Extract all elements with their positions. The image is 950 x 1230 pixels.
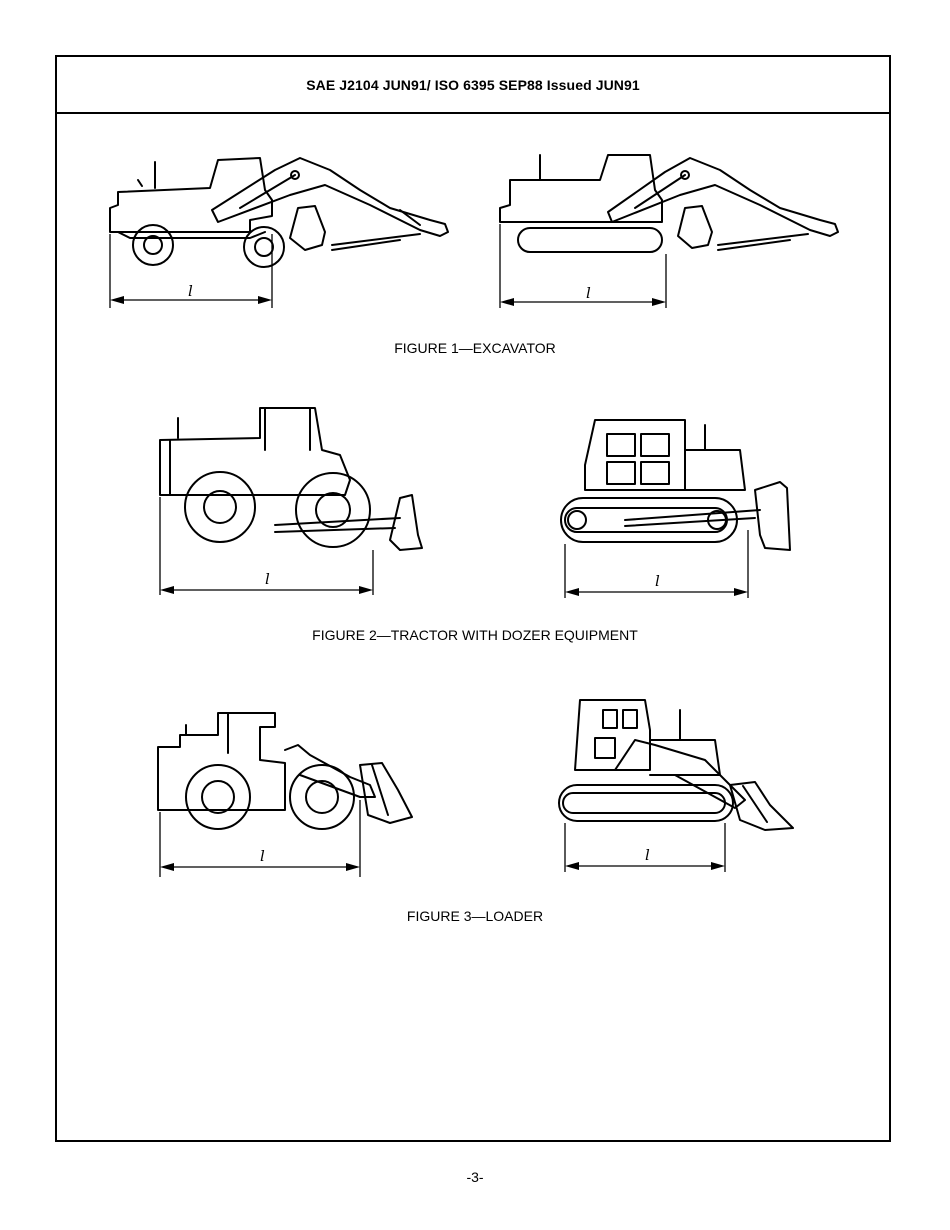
wheeled-loader-drawing: l xyxy=(150,705,430,885)
dimension-label: l xyxy=(655,572,660,590)
dimension-label: l xyxy=(260,847,265,865)
dimension-label: l xyxy=(645,846,650,864)
dimension-label: l xyxy=(586,284,591,302)
crawler-loader-drawing: l xyxy=(555,690,815,880)
wheeled-dozer-drawing: l xyxy=(150,400,440,605)
wheeled-excavator-drawing: l xyxy=(100,150,460,315)
crawler-excavator-drawing: l xyxy=(490,150,850,315)
figure-2-caption: FIGURE 2—TRACTOR WITH DOZER EQUIPMENT xyxy=(312,627,638,643)
document-title: SAE J2104 JUN91/ ISO 6395 SEP88 Issued J… xyxy=(306,76,640,93)
document-header: SAE J2104 JUN91/ ISO 6395 SEP88 Issued J… xyxy=(57,57,889,114)
crawler-dozer-drawing: l xyxy=(555,410,815,605)
figure-3-caption: FIGURE 3—LOADER xyxy=(406,908,544,924)
page-number: -3- xyxy=(466,1169,484,1185)
page-frame: SAE J2104 JUN91/ ISO 6395 SEP88 Issued J… xyxy=(55,55,891,1142)
dimension-label: l xyxy=(188,282,193,300)
dimension-label: l xyxy=(265,570,270,588)
figure-1-caption: FIGURE 1—EXCAVATOR xyxy=(394,340,556,356)
